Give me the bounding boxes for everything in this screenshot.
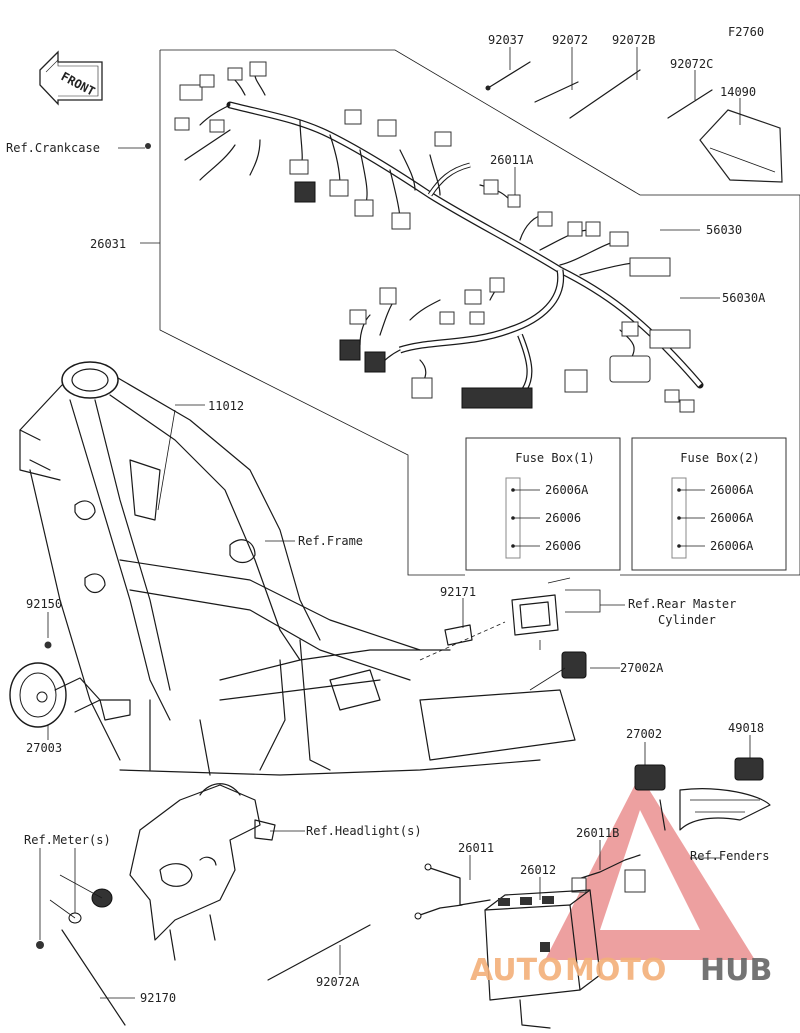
watermark-triangle-icon bbox=[545, 775, 755, 960]
part-label: 49018 bbox=[728, 721, 764, 735]
ref-label: Ref.Frame bbox=[298, 534, 363, 548]
part-label: 92072C bbox=[670, 57, 713, 71]
part-label: 27003 bbox=[26, 741, 62, 755]
fuse-box-2-item: 26006A bbox=[710, 483, 754, 497]
part-label: 92037 bbox=[488, 33, 524, 47]
watermark-hub: HUB bbox=[700, 953, 772, 988]
ref-label: Ref.Rear Master bbox=[628, 597, 736, 611]
leader-lines bbox=[39, 47, 751, 999]
frame bbox=[19, 361, 576, 776]
fuse-box-2-title: Fuse Box(2) bbox=[680, 451, 759, 465]
part-label: 27002 bbox=[626, 727, 662, 741]
part-labels: F2760 92037 92072 92072B 92072C 14090 Re… bbox=[6, 25, 769, 1005]
part-label: 92072A bbox=[316, 975, 360, 989]
fuse-box-2-item: 26006A bbox=[710, 511, 754, 525]
part-label: 56030 bbox=[706, 223, 742, 237]
ref-label: Ref.Meter(s) bbox=[24, 833, 111, 847]
figure-code: F2760 bbox=[728, 25, 764, 39]
part-label: 92072 bbox=[552, 33, 588, 47]
rear-master-cylinder-parts bbox=[419, 577, 587, 691]
ref-label: Ref.Crankcase bbox=[6, 141, 100, 155]
part-label: 92150 bbox=[26, 597, 62, 611]
fuse-box-1-item: 26006 bbox=[545, 511, 581, 525]
part-label: 26031 bbox=[90, 237, 126, 251]
ref-label: Ref.Fenders bbox=[690, 849, 769, 863]
part-label: 14090 bbox=[720, 85, 756, 99]
part-label: 11012 bbox=[208, 399, 244, 413]
part-label: 92170 bbox=[140, 991, 176, 1005]
watermark-moto: MOTO bbox=[565, 953, 666, 988]
part-label: 26011A bbox=[490, 153, 534, 167]
harness-enclosure bbox=[159, 49, 800, 576]
fuse-box-1: Fuse Box(1) 26006A 26006 26006 bbox=[465, 437, 621, 571]
part-label: 26012 bbox=[520, 863, 556, 877]
part-label: 26011 bbox=[458, 841, 494, 855]
part-label: 26011B bbox=[576, 826, 619, 840]
fuse-box-2-item: 26006A bbox=[710, 539, 754, 553]
battery-parts bbox=[267, 854, 646, 1029]
fuse-box-1-item: 26006A bbox=[545, 483, 589, 497]
part-label: 92171 bbox=[440, 585, 476, 599]
watermark-auto: AUTO bbox=[470, 953, 563, 988]
part-label: 27002A bbox=[620, 661, 664, 675]
ref-label: Ref.Headlight(s) bbox=[306, 824, 422, 838]
part-label: 92072B bbox=[612, 33, 655, 47]
top-parts bbox=[145, 61, 783, 183]
part-label: 56030A bbox=[722, 291, 766, 305]
headlight-bracket bbox=[36, 783, 276, 1026]
horn bbox=[9, 641, 131, 728]
ref-label: Cylinder bbox=[658, 613, 716, 627]
watermark-text: AUTO MOTO HUB bbox=[470, 953, 772, 988]
fuse-box-1-item: 26006 bbox=[545, 539, 581, 553]
fuse-box-1-title: Fuse Box(1) bbox=[515, 451, 594, 465]
main-wiring-harness bbox=[174, 61, 704, 413]
front-arrow-icon: FRONT bbox=[39, 50, 103, 106]
fuse-box-2: Fuse Box(2) 26006A 26006A 26006A bbox=[631, 437, 787, 571]
relay-and-fender-parts bbox=[634, 757, 771, 831]
watermark-logo bbox=[545, 775, 755, 960]
